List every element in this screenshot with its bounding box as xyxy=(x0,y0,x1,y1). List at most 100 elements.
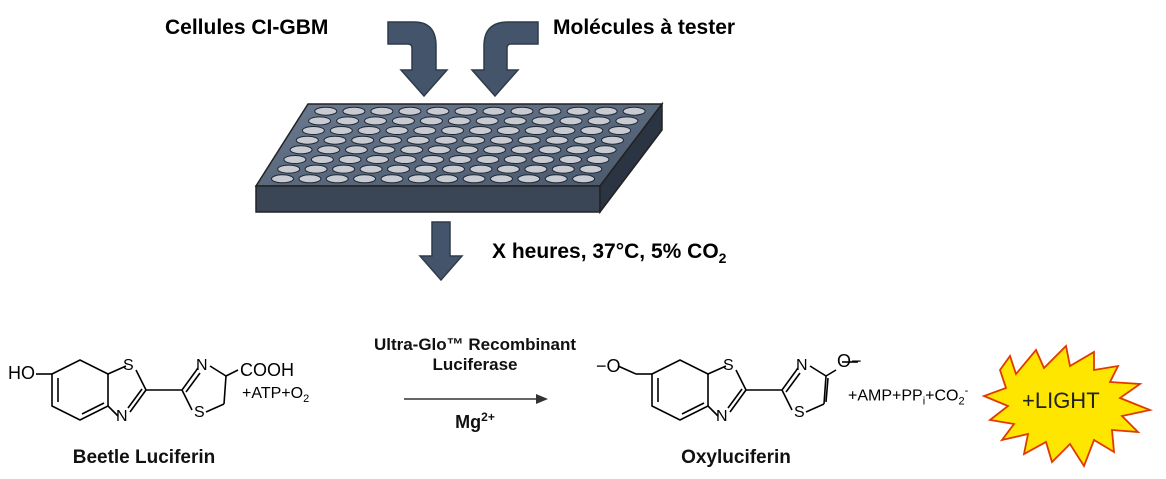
enzyme-name: Ultra-Glo™ Recombinant Luciferase xyxy=(373,335,577,374)
well xyxy=(385,126,409,135)
well xyxy=(538,106,562,116)
well xyxy=(615,116,639,126)
well xyxy=(608,126,632,135)
product-name: Oxyluciferin xyxy=(681,447,791,468)
well xyxy=(310,155,334,164)
well xyxy=(503,155,527,164)
well xyxy=(301,126,325,135)
well xyxy=(406,135,430,145)
well xyxy=(353,174,377,184)
well xyxy=(434,135,458,145)
well xyxy=(573,135,597,145)
well xyxy=(329,126,353,135)
well xyxy=(379,135,402,145)
cells-arrow xyxy=(387,21,449,98)
cooh-atom: COOH xyxy=(240,360,294,380)
o-minus-left: −O xyxy=(596,356,621,376)
well xyxy=(407,174,431,184)
reactant-name: Beetle Luciferin xyxy=(72,447,216,468)
well xyxy=(308,116,332,126)
well xyxy=(414,164,438,174)
o-minus-right: O− xyxy=(837,351,862,371)
well xyxy=(476,155,500,164)
molecules-label: Molécules à tester xyxy=(553,16,736,39)
n-atom-4: N xyxy=(796,357,808,374)
plate-front xyxy=(255,185,601,213)
well xyxy=(462,135,486,145)
light-burst xyxy=(981,344,1154,468)
well xyxy=(364,116,387,126)
plate-wells xyxy=(271,106,646,184)
well xyxy=(372,145,396,155)
incubation-arrow xyxy=(418,221,464,282)
well xyxy=(601,135,624,145)
well xyxy=(517,174,541,184)
well xyxy=(469,164,493,174)
well xyxy=(413,126,437,135)
well xyxy=(622,106,646,116)
n-atom-1: N xyxy=(116,408,128,425)
reactant-extras: +ATP+O2 xyxy=(242,385,310,406)
well xyxy=(455,145,479,155)
cells-label: Cellules CI-GBM xyxy=(165,16,329,39)
well xyxy=(545,135,569,145)
well xyxy=(426,106,450,116)
oxyluciferin-structure xyxy=(617,359,858,421)
well xyxy=(442,164,465,174)
well xyxy=(551,164,575,174)
n-atom-3: N xyxy=(716,408,728,425)
plate-side xyxy=(599,101,663,215)
ho-atom: HO xyxy=(8,363,35,383)
well xyxy=(447,116,471,126)
well xyxy=(510,106,534,116)
well xyxy=(370,106,394,116)
well xyxy=(524,164,548,174)
well xyxy=(427,145,451,155)
well xyxy=(462,174,486,184)
well xyxy=(323,135,347,145)
well xyxy=(482,106,506,116)
well xyxy=(289,145,313,155)
well xyxy=(544,174,568,184)
s-atom-2: S xyxy=(194,404,205,421)
well xyxy=(325,174,349,184)
well xyxy=(552,126,576,135)
well xyxy=(357,126,381,135)
well xyxy=(351,135,375,145)
well xyxy=(580,126,604,135)
well xyxy=(490,174,513,184)
well xyxy=(342,106,366,116)
product-extras: +AMP+PPi+CO2- xyxy=(848,385,969,408)
well xyxy=(593,145,617,155)
incubation-label: X heures, 37°C, 5% CO2 xyxy=(492,240,727,267)
well xyxy=(587,116,611,126)
well xyxy=(314,106,338,116)
well xyxy=(586,155,610,164)
well xyxy=(524,126,548,135)
well xyxy=(391,116,415,126)
luciferin-structure xyxy=(36,359,239,421)
well xyxy=(344,145,368,155)
well xyxy=(594,106,618,116)
well xyxy=(400,145,424,155)
well xyxy=(332,164,356,174)
molecules-arrow xyxy=(470,21,539,98)
well xyxy=(538,145,562,155)
well xyxy=(475,116,499,126)
well xyxy=(338,155,362,164)
well xyxy=(448,155,472,164)
well xyxy=(398,106,422,116)
well xyxy=(579,164,603,174)
well xyxy=(435,174,459,184)
cofactor-label: Mg2+ xyxy=(455,410,495,432)
well xyxy=(336,116,360,126)
well xyxy=(393,155,417,164)
well xyxy=(531,155,555,164)
well xyxy=(496,164,520,174)
n-atom-2: N xyxy=(196,357,208,374)
well xyxy=(366,155,389,164)
well xyxy=(559,116,583,126)
well xyxy=(298,174,322,184)
s-atom-3: S xyxy=(723,357,734,374)
